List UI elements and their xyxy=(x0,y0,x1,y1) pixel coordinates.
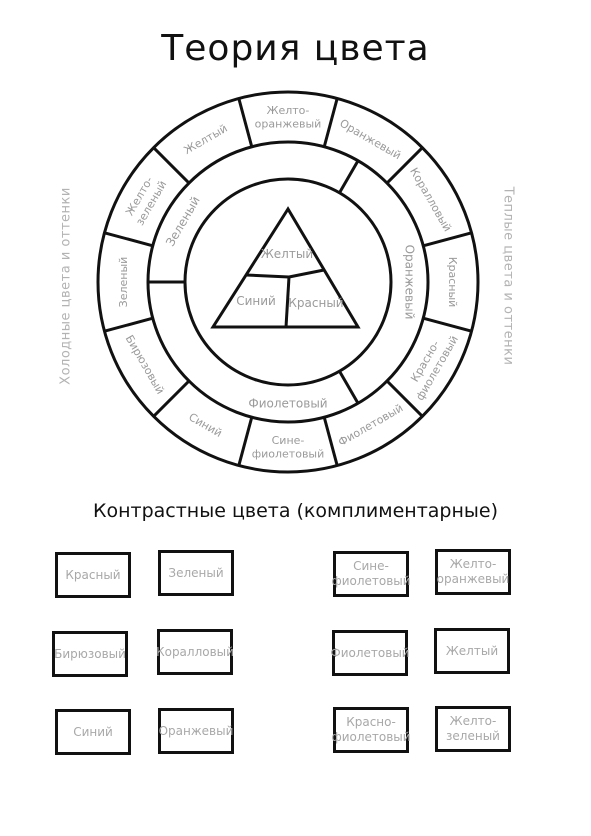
triangle-divider xyxy=(245,273,290,279)
contrast-box: Желто-оранжевый xyxy=(435,549,511,595)
outer-ring-label: Желтый xyxy=(182,122,230,157)
middle-ring-label: Зеленый xyxy=(163,194,203,249)
contrast-box: Оранжевый xyxy=(158,708,234,754)
contrast-box: Синий xyxy=(55,709,131,755)
middle-ring-label: Фиолетовый xyxy=(248,397,327,411)
outer-ring-divider xyxy=(104,231,154,248)
contrast-box: Красно-фиолетовый xyxy=(331,707,411,753)
outer-ring-divider xyxy=(152,146,191,185)
contrast-box: Сине-фиолетовый xyxy=(331,551,411,597)
outer-ring-divider xyxy=(152,379,191,418)
outer-ring-divider xyxy=(237,416,254,466)
triangle-divider xyxy=(284,276,291,328)
outer-ring-divider xyxy=(322,416,339,466)
outer-ring-label: Красный xyxy=(446,257,459,308)
contrast-box: Бирюзовый xyxy=(52,631,128,677)
primary-triangle xyxy=(210,206,361,329)
outer-ring-divider xyxy=(322,98,339,148)
middle-ring-label: Оранжевый xyxy=(402,245,416,320)
outer-ring-divider xyxy=(237,98,254,148)
triangle-label: Синий xyxy=(236,294,276,308)
outer-ring-divider xyxy=(422,231,472,248)
outer-ring-label: Зеленый xyxy=(117,257,130,308)
contrast-box: Желтый xyxy=(434,628,510,674)
page-title: Теория цвета xyxy=(161,28,430,69)
outer-ring-label: Желто-оранжевый xyxy=(255,104,322,131)
triangle-label: Красный xyxy=(288,296,343,310)
outer-ring-divider xyxy=(104,316,154,333)
contrast-box: Желто-зеленый xyxy=(435,706,511,752)
contrast-box: Коралловый xyxy=(156,629,234,675)
triangle-label: Желтый xyxy=(261,247,313,261)
outer-ring-label: Красно-фиолетовый xyxy=(401,327,460,403)
contrast-box: Красный xyxy=(55,552,131,598)
contrast-section-title: Контрастные цвета (комплиментарные) xyxy=(92,500,499,522)
triangle-divider xyxy=(288,268,325,279)
outer-circle xyxy=(96,90,480,474)
middle-ring-divider xyxy=(338,370,360,404)
outer-ring-label: Синий xyxy=(186,410,224,439)
outer-ring-divider xyxy=(385,379,424,418)
middle-ring-divider xyxy=(338,160,360,194)
outer-ring-divider xyxy=(422,316,472,333)
contrast-box: Зеленый xyxy=(158,550,234,596)
outer-ring-divider xyxy=(385,146,424,185)
contrast-box: Фиолетовый xyxy=(330,630,410,676)
outer-ring-label: Сине-фиолетовый xyxy=(252,434,325,461)
